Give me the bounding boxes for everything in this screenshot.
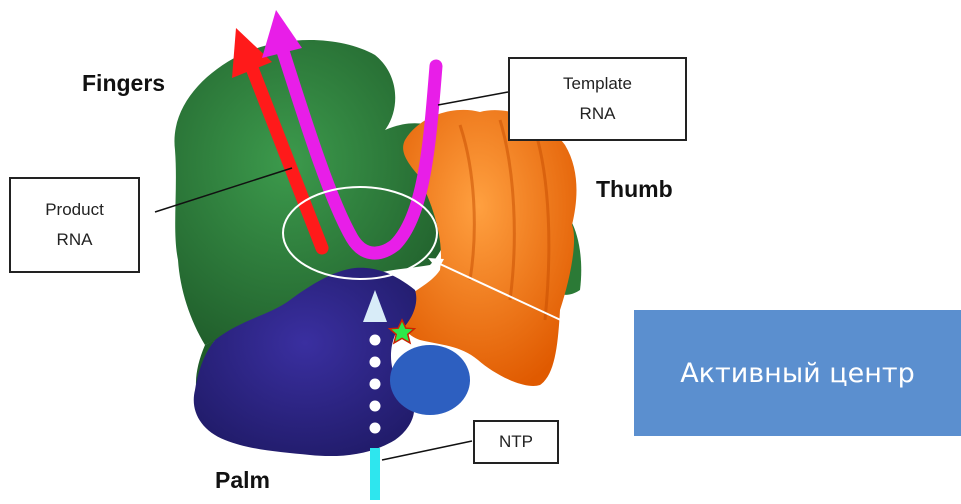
template-rna-label-line2: RNA [580, 99, 616, 129]
thumb-label: Thumb [596, 176, 673, 203]
ntp-leader-line [382, 441, 472, 460]
active-center-label: Активный центр [680, 358, 915, 389]
product-rna-label-line1: Product [45, 195, 104, 225]
ntp-box: NTP [473, 420, 559, 464]
blue-subdomain [390, 345, 470, 415]
product-rna-label-line2: RNA [57, 225, 93, 255]
template-rna-label-line1: Template [563, 69, 632, 99]
active-center-box: Активный центр [634, 310, 961, 436]
template-rna-box: Template RNA [508, 57, 687, 141]
product-rna-box: Product RNA [9, 177, 140, 273]
ntp-label: NTP [499, 427, 533, 457]
palm-label: Palm [215, 467, 270, 494]
fingers-label: Fingers [82, 70, 165, 97]
template-leader-line [438, 92, 508, 105]
